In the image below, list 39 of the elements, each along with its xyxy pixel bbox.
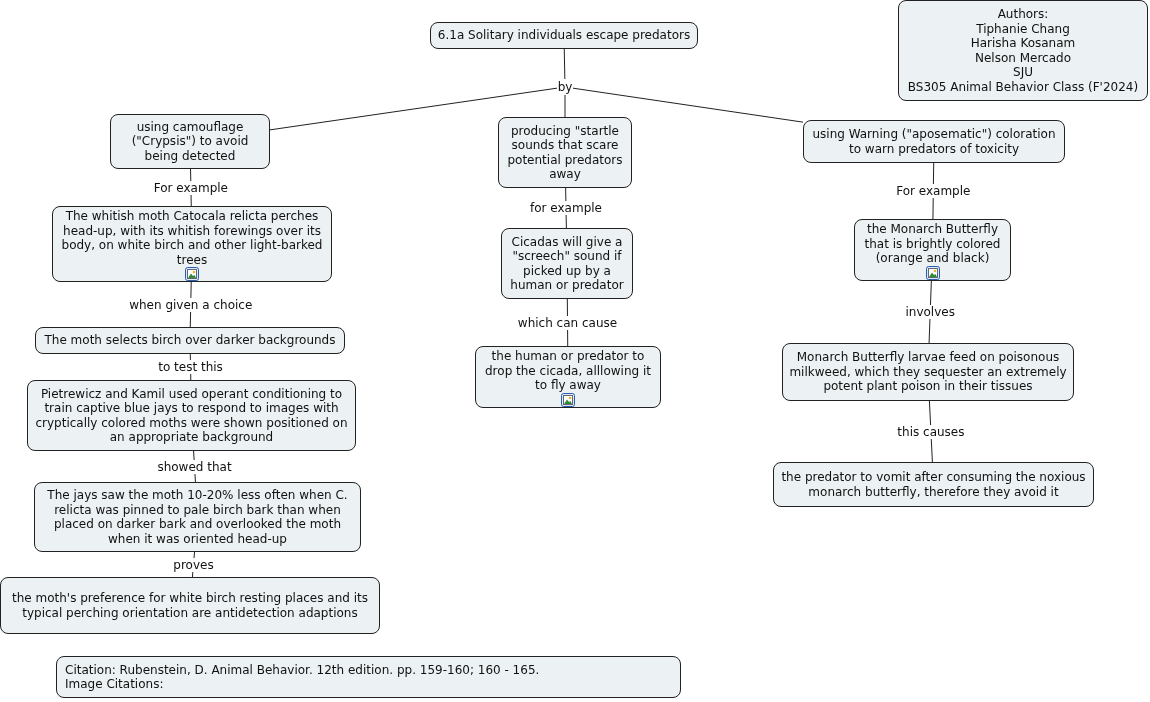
concept-box: the Monarch Butterfly that is brightly colored (orange and black) <box>854 219 1011 281</box>
concept-box: The whitish moth Catocala relicta perches head-up, with its whitish forewings over its body, on white birch and other light-barked trees <box>52 206 332 282</box>
concept-box: using Warning ("aposematic") coloration to warn predators of toxicity <box>803 120 1065 163</box>
edge-label: proves <box>172 557 215 572</box>
edge-label: which can cause <box>516 315 619 330</box>
concept-box: Pietrewicz and Kamil used operant conditioning to train captive blue jays to respond to images with cryptically colored moths were shown positioned on an appropriate background <box>27 380 356 451</box>
concept-box: Monarch Butterfly larvae feed on poisonous milkweed, which they sequester an extremely potent plant poison in their tissues <box>782 343 1074 401</box>
edge-label: for example <box>529 201 603 215</box>
edge-label: to test this <box>157 360 224 374</box>
concept-box: the human or predator to drop the cicada, alllowing it to fly away <box>475 346 661 408</box>
connector-line <box>563 48 566 80</box>
edge-label: For example <box>152 180 229 195</box>
author-line: BS305 Animal Behavior Class (F'2024) <box>907 79 1139 94</box>
concept-box: The jays saw the moth 10-20% less often when C. relicta was pinned to pale birch bark than when placed on darker bark and overlooked the moth when it was oriented head-up <box>34 482 361 552</box>
connector-line <box>564 94 566 118</box>
connector-line <box>572 87 804 123</box>
concept-box: the predator to vomit after consuming the noxious monarch butterfly, therefore they avoid it <box>773 462 1094 507</box>
citation-box <box>56 656 681 698</box>
author-line: Authors: <box>997 7 1049 22</box>
author-line: Tiphanie Chang <box>976 21 1070 36</box>
citation-text: Image Citations: <box>65 677 164 692</box>
author-line: SJU <box>1013 65 1033 80</box>
edge-label: this causes <box>896 424 966 439</box>
concept-box: The moth selects birch over darker backgrounds <box>35 327 345 354</box>
concept-box: Cicadas will give a "screech" sound if picked up by a human or predator <box>501 228 633 299</box>
author-line: Nelson Mercado <box>975 50 1071 65</box>
edge-label: showed that <box>156 459 233 474</box>
concept-box: using camouflage ("Crypsis") to avoid being detected <box>110 114 270 169</box>
citation-text: Citation: Rubenstein, D. Animal Behavior. 12th edition. pp. 159-160; 160 - 165. <box>65 662 540 677</box>
linking-phrase: by <box>557 79 573 95</box>
edge-label: when given a choice <box>128 297 254 312</box>
authors-box <box>898 0 1148 101</box>
edge-label: For example <box>895 184 972 198</box>
connector-line <box>269 87 558 131</box>
edge-label: involves <box>904 305 956 319</box>
title-box: 6.1a Solitary individuals escape predators <box>430 22 698 49</box>
concept-box: producing "startle sounds that scare potential predators away <box>498 117 632 188</box>
author-line: Harisha Kosanam <box>970 36 1076 51</box>
concept-box: the moth's preference for white birch resting places and its typical perching orientation are antidetection adaptions <box>0 577 380 634</box>
